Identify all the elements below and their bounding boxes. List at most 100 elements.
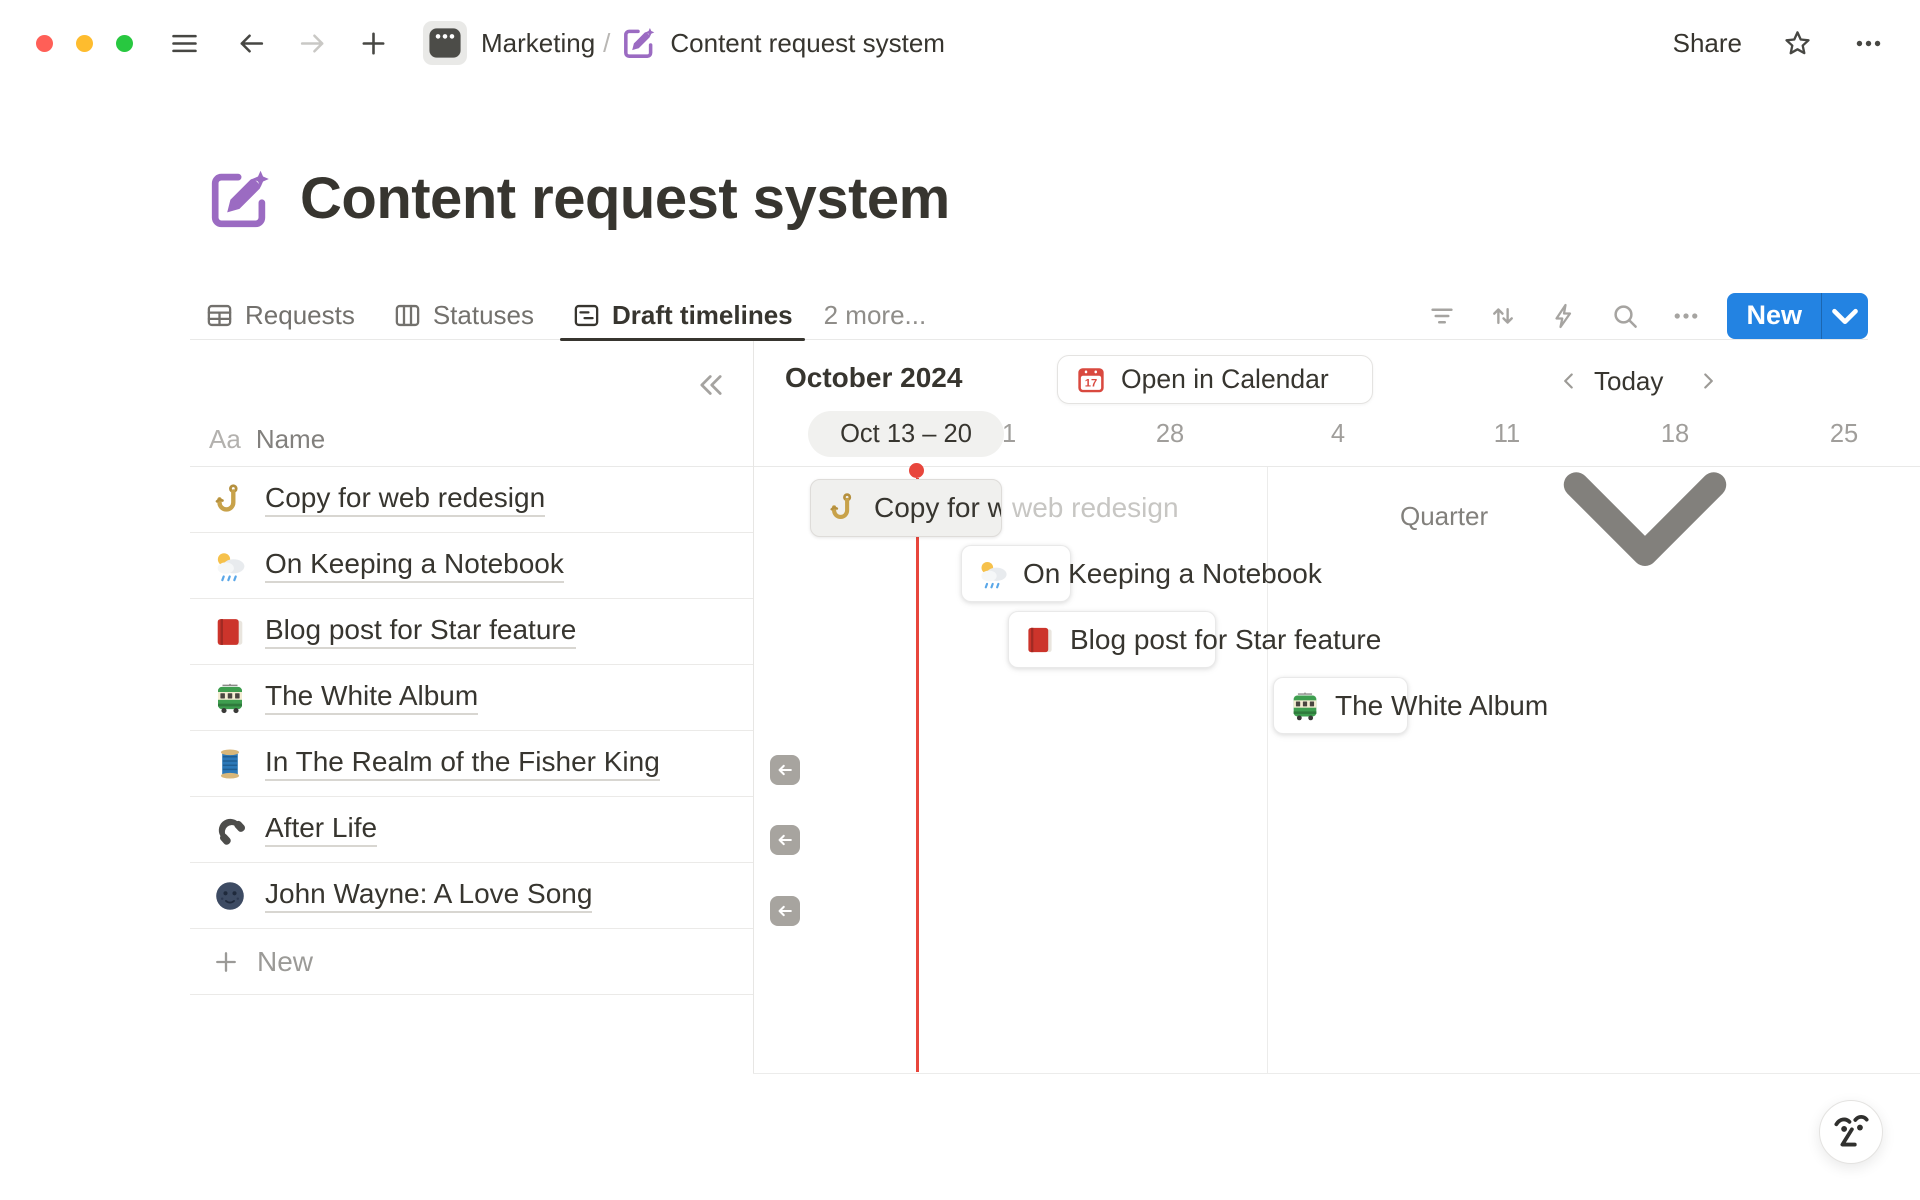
teamspace-tile-glyph: [423, 21, 467, 65]
view-tabbar: Requests Statuses Draft timelines 2 more..…: [190, 292, 1868, 341]
text-type-icon: Aa: [209, 423, 241, 454]
new-button[interactable]: New: [1746, 300, 1802, 330]
chevron-down-icon: [1495, 366, 1795, 666]
table-row[interactable]: On Keeping a Notebook: [190, 533, 753, 599]
more-options-icon[interactable]: [1853, 28, 1884, 59]
open-in-calendar-label: Open in Calendar: [1121, 364, 1329, 394]
month-gridline: [1267, 467, 1268, 1073]
timeline-bar-dragging[interactable]: Copy for web redesign: [810, 479, 1002, 537]
bar-title: The White Album: [1335, 689, 1549, 721]
automation-lightning-icon[interactable]: [1549, 301, 1579, 331]
back-icon[interactable]: [236, 28, 267, 59]
bar-title-overflow-ghost: web redesign: [1012, 491, 1179, 523]
table-row[interactable]: The White Album: [190, 665, 753, 731]
chevron-down-icon: [1822, 293, 1868, 339]
new-button-group: New: [1727, 292, 1868, 339]
forward-icon[interactable]: [297, 28, 328, 59]
breadcrumb-page[interactable]: Content request system: [670, 27, 945, 58]
minimize-window-button[interactable]: [76, 34, 93, 52]
search-icon[interactable]: [1610, 301, 1640, 331]
row-title[interactable]: The White Album: [265, 680, 479, 715]
table-row[interactable]: John Wayne: A Love Song: [190, 863, 753, 929]
week-start-label: 18: [1660, 420, 1690, 448]
table-row[interactable]: In The Realm of the Fisher King: [190, 731, 753, 797]
row-title[interactable]: Copy for web redesign: [265, 482, 546, 517]
row-title[interactable]: John Wayne: A Love Song: [265, 878, 593, 913]
open-in-calendar-button[interactable]: 17 Open in Calendar: [1057, 355, 1373, 404]
today-marker-dot: [909, 463, 924, 478]
tab-label: Requests: [245, 300, 355, 330]
sun-rain-emoji-icon: [976, 557, 1010, 591]
teamspace-icon[interactable]: [423, 21, 467, 65]
request-list: Copy for web redesign On Keeping a Notebo…: [190, 467, 753, 995]
maximize-window-button[interactable]: [116, 34, 133, 52]
more-views-button[interactable]: 2 more...: [823, 300, 927, 330]
notion-ai-button[interactable]: [1819, 1100, 1883, 1164]
row-title[interactable]: After Life: [265, 812, 378, 847]
timeline-bar-label: The White Album: [1288, 677, 1548, 734]
window-controls: [36, 34, 133, 52]
new-button-divider: [1821, 292, 1822, 339]
panel-divider[interactable]: [753, 341, 754, 1073]
tab-requests[interactable]: Requests: [190, 292, 370, 339]
new-page-icon[interactable]: [358, 28, 389, 59]
row-title[interactable]: In The Realm of the Fisher King: [265, 746, 660, 781]
new-dropdown-button[interactable]: [1822, 293, 1868, 339]
hook-emoji-icon: [827, 491, 861, 525]
row-title[interactable]: On Keeping a Notebook: [265, 548, 564, 583]
filter-icon[interactable]: [1427, 301, 1457, 331]
table-row[interactable]: After Life: [190, 797, 753, 863]
timeline-month-label: October 2024: [785, 362, 963, 393]
window-topbar: Marketing / Content request system Share: [0, 0, 1920, 86]
scroll-to-item-button[interactable]: [770, 896, 800, 926]
tab-label: Draft timelines: [612, 300, 793, 330]
svg-text:17: 17: [1085, 377, 1097, 389]
row-title[interactable]: Blog post for Star feature: [265, 614, 577, 649]
close-window-button[interactable]: [36, 34, 53, 52]
week-start-label: 11: [1493, 420, 1521, 448]
arrow-left-icon: [775, 830, 795, 850]
bar-title: On Keeping a Notebook: [1023, 557, 1322, 589]
bar-title: Copy for web redesign: [874, 492, 1001, 523]
page-title: Content request system: [300, 166, 950, 231]
table-row[interactable]: Copy for web redesign: [190, 467, 753, 533]
ai-face-icon: [1820, 1101, 1882, 1163]
tab-draft-timelines[interactable]: Draft timelines: [557, 292, 808, 341]
moon-face-emoji-icon: [212, 878, 248, 914]
breadcrumb-teamspace[interactable]: Marketing: [481, 27, 596, 58]
page-icon-pencil[interactable]: [208, 167, 272, 231]
tab-statuses[interactable]: Statuses: [378, 292, 549, 339]
next-period-icon[interactable]: [1695, 368, 1721, 394]
board-view-icon: [393, 301, 422, 330]
zoom-level-dropdown[interactable]: Quarter: [1400, 366, 1795, 666]
collapse-panel-icon[interactable]: [694, 368, 728, 402]
scroll-to-item-button[interactable]: [770, 825, 800, 855]
new-row-button[interactable]: New: [190, 929, 753, 995]
timeline-bottom-border: [753, 1073, 1920, 1074]
view-options-icon[interactable]: [1671, 301, 1701, 331]
table-view-icon: [205, 301, 234, 330]
drag-range-tooltip: Oct 13 – 20: [808, 411, 1004, 457]
today-button[interactable]: Today: [1594, 366, 1664, 396]
tab-label: Statuses: [432, 300, 535, 330]
breadcrumb-separator: /: [603, 27, 611, 58]
sort-icon[interactable]: [1488, 301, 1518, 331]
timeline-bar[interactable]: [961, 545, 1071, 602]
share-button[interactable]: Share: [1672, 27, 1742, 58]
name-column-header[interactable]: Aa Name: [190, 412, 325, 466]
sun-rain-emoji-icon: [212, 548, 248, 584]
previous-period-icon[interactable]: [1556, 368, 1582, 394]
scroll-to-item-button[interactable]: [770, 755, 800, 785]
name-column-label: Name: [255, 423, 326, 454]
sidebar-menu-icon[interactable]: [169, 28, 200, 59]
phone-emoji-icon: [212, 812, 248, 848]
bar-title: Blog post for Star feature: [1070, 623, 1382, 655]
table-row[interactable]: Blog post for Star feature: [190, 599, 753, 665]
timeline-bar-label: Blog post for Star feature: [1023, 611, 1381, 668]
red-book-emoji-icon: [1023, 623, 1057, 657]
page-edit-icon: [622, 26, 656, 60]
favorite-star-icon[interactable]: [1782, 28, 1813, 59]
zoom-level-value: Quarter: [1400, 500, 1489, 531]
arrow-left-icon: [775, 760, 795, 780]
